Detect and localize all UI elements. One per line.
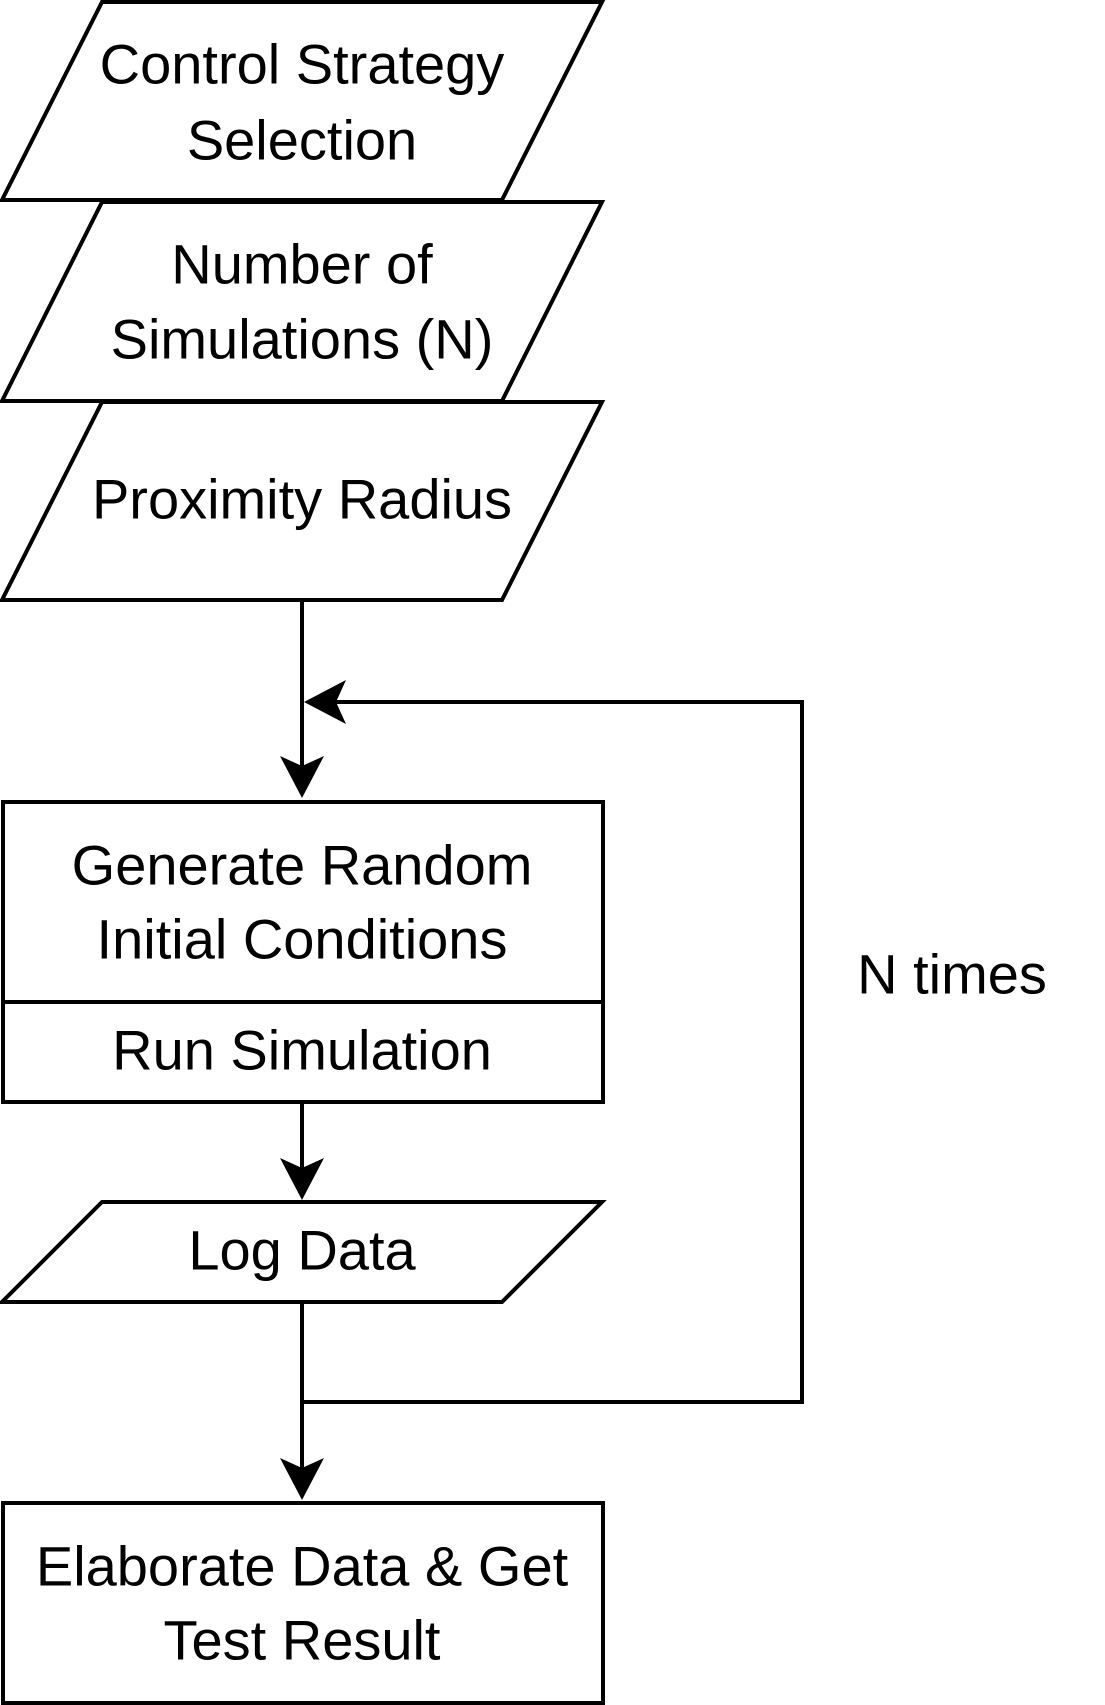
generate-conditions-label-2: Initial Conditions bbox=[97, 908, 508, 971]
num-simulations-label-2: Simulations (N) bbox=[111, 308, 494, 371]
edge-loop-back bbox=[302, 700, 804, 1404]
control-strategy-label-1: Control Strategy bbox=[100, 33, 505, 96]
arrowhead-elaborate bbox=[280, 1458, 324, 1500]
arrowhead-log bbox=[280, 1158, 324, 1200]
proximity-radius-shape bbox=[0, 400, 606, 602]
generate-conditions-label-1: Generate Random bbox=[72, 834, 533, 897]
elaborate-data-label-1: Elaborate Data & Get bbox=[36, 1535, 569, 1598]
log-data-shape bbox=[0, 1200, 607, 1304]
run-simulation-label: Run Simulation bbox=[112, 1019, 492, 1082]
proximity-radius-label: Proximity Radius bbox=[92, 468, 512, 531]
elaborate-data-shape bbox=[1, 1501, 605, 1705]
generate-conditions-shape bbox=[1, 800, 605, 1004]
elaborate-data-label-2: Test Result bbox=[164, 1609, 441, 1672]
log-data-label: Log Data bbox=[188, 1219, 416, 1282]
arrowhead-generate bbox=[280, 756, 324, 798]
loop-label: N times bbox=[857, 943, 1047, 1006]
arrowhead-loop-merge bbox=[304, 680, 346, 724]
run-simulation-shape bbox=[1, 1000, 605, 1104]
control-strategy-label-2: Selection bbox=[187, 109, 417, 172]
num-simulations-label-1: Number of bbox=[171, 233, 433, 296]
